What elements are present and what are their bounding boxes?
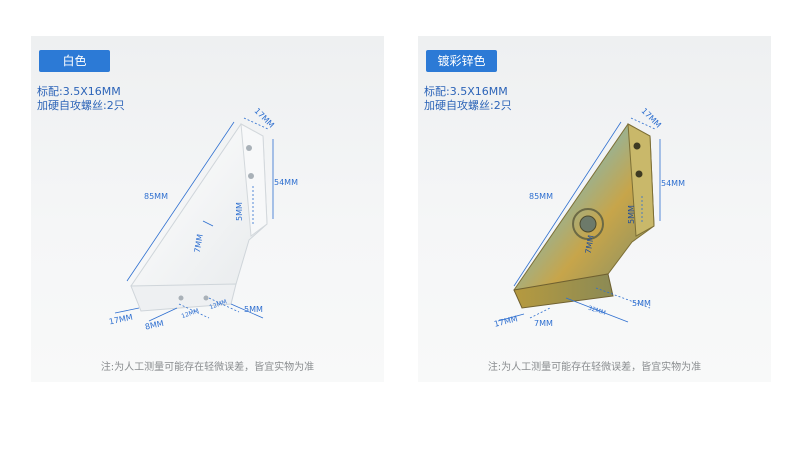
product-panel-white: 白色 标配:3.5X16MM 加硬自攻螺丝:2只 [31, 36, 384, 382]
dim-bottom-edge-label: 5MM [244, 305, 263, 314]
color-badge-zinc: 镀彩锌色 [426, 50, 497, 72]
dim-corner-label: 17MM [108, 313, 133, 327]
dim-top-label: 17MM [253, 106, 276, 129]
spec-screw-count: 加硬自攻螺丝:2只 [37, 99, 125, 112]
dim-foot-label: 8MM [144, 319, 164, 332]
measurement-note: 注:为人工测量可能存在轻微误差，皆宜实物为准 [487, 362, 702, 373]
dim-diagonal-label: 85MM [529, 192, 553, 201]
dim-base-a-label: 12MM [181, 307, 200, 320]
dim-height-label: 54MM [274, 178, 298, 187]
measurement-note: 注:为人工测量可能存在轻微误差，皆宜实物为准 [100, 362, 315, 373]
spec-screw-size: 标配:3.5X16MM [424, 85, 508, 98]
dim-center-label: 7MM [193, 233, 205, 253]
white-bracket-image [130, 123, 268, 312]
spec-screw-size: 标配:3.5X16MM [37, 85, 121, 98]
bracket-diagram-zinc: 17MM 54MM 85MM 5MM 7MM 32MM 5MM 17MM 7MM [493, 106, 685, 329]
spec-screw-count: 加硬自攻螺丝:2只 [424, 99, 512, 112]
zinc-bracket-image [513, 123, 655, 309]
color-badge-white: 白色 [39, 50, 110, 72]
dim-foot-label: 7MM [534, 319, 553, 328]
dim-hole-gap-label: 5MM [627, 205, 636, 224]
bracket-diagram-white: 17MM 54MM 85MM 5MM 7MM 12MM 12MM 5MM 17M… [108, 106, 298, 332]
dim-center-label: 7MM [584, 234, 596, 254]
dim-hole-gap-label: 5MM [235, 202, 244, 221]
dim-top-label: 17MM [640, 106, 663, 129]
dim-diagonal-label: 85MM [144, 192, 168, 201]
dim-base-label: 32MM [587, 305, 606, 317]
dim-corner-label: 17MM [493, 314, 519, 329]
dim-height-label: 54MM [661, 179, 685, 188]
dim-bottom-edge-label: 5MM [632, 299, 651, 308]
product-panel-zinc: 镀彩锌色 标配:3.5X16MM 加硬自攻螺丝:2只 [418, 36, 771, 382]
